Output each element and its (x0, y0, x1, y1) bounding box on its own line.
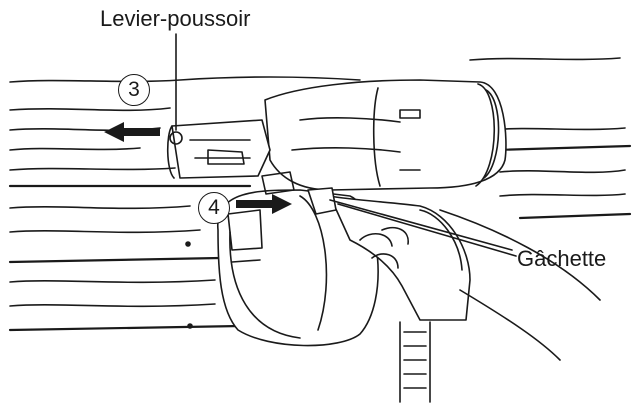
nailer-tool (166, 79, 601, 403)
arrow-right-icon (236, 194, 292, 214)
push-lever-label: Levier-poussoir (100, 6, 251, 31)
step-3-marker: 3 (118, 74, 150, 106)
trigger-leader (329, 199, 513, 251)
trigger-label: Gâchette (517, 246, 607, 271)
step-4-marker: 4 (198, 192, 230, 224)
wood-board (8, 57, 632, 332)
arrow-left-icon (104, 122, 160, 142)
trigger-leader-2 (337, 203, 517, 257)
